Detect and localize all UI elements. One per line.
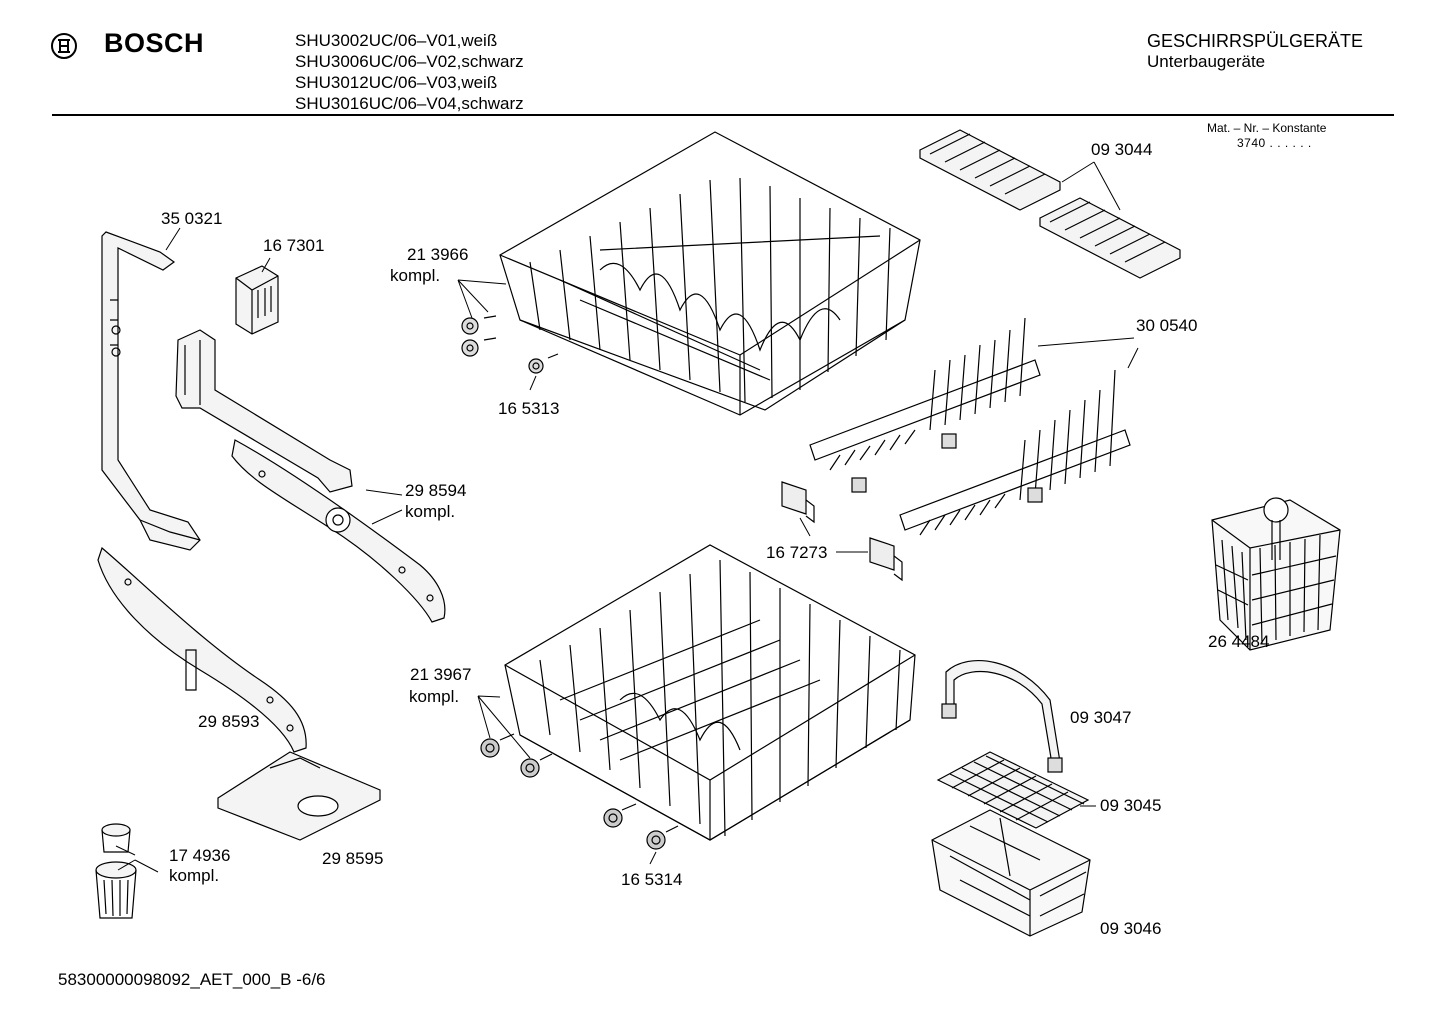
filter-plate-part xyxy=(217,751,381,841)
part-label-298593: 29 8593 xyxy=(198,712,260,731)
model-line-3: SHU3012UC/06–V03,weiß xyxy=(295,73,498,92)
part-label-165314: 16 5314 xyxy=(621,870,683,889)
part-label-174936-sub: kompl. xyxy=(169,866,220,885)
header-divider xyxy=(52,114,1394,116)
part-label-213966-sub: kompl. xyxy=(390,266,441,285)
model-line-4: SHU3016UC/06–V04,schwarz xyxy=(295,94,524,113)
rack-clips-part xyxy=(781,481,903,582)
category-subtitle: Unterbaugeräte xyxy=(1147,52,1266,71)
upper-supply-pipe-part xyxy=(101,231,201,551)
lower-basket-rollers-part xyxy=(480,733,679,850)
part-label-350321: 35 0321 xyxy=(161,209,223,228)
brand-name: BOSCH xyxy=(104,28,205,58)
model-line-1: SHU3002UC/06–V01,weiß xyxy=(295,31,498,50)
part-label-298594: 29 8594 xyxy=(405,481,467,500)
part-label-213967: 21 3967 xyxy=(410,665,472,684)
lower-basket-part xyxy=(504,544,916,841)
part-label-093046: 09 3046 xyxy=(1100,919,1162,938)
part-label-300540: 30 0540 xyxy=(1136,316,1198,335)
part-label-298595: 29 8595 xyxy=(322,849,384,868)
material-number-label: Mat. – Nr. – Konstante xyxy=(1207,121,1327,135)
basket-handle-part xyxy=(941,659,1063,773)
upper-basket-rollers-part xyxy=(461,315,559,374)
bosch-logo-icon xyxy=(51,33,77,59)
spray-arm-feed-pipe-part xyxy=(175,329,353,493)
upper-basket-part xyxy=(499,131,921,416)
part-label-093045: 09 3045 xyxy=(1100,796,1162,815)
material-number-value: 3740 . . . . . . xyxy=(1237,136,1312,150)
part-label-167301: 16 7301 xyxy=(263,236,325,255)
upper-spray-arm-part xyxy=(231,439,446,623)
basket-grid-lid-part xyxy=(936,751,1090,829)
part-label-298594-sub: kompl. xyxy=(405,502,456,521)
cutlery-basket-part xyxy=(1211,497,1341,651)
small-basket-part xyxy=(931,809,1091,937)
leader-lines xyxy=(115,161,1139,873)
part-label-174936: 17 4936 xyxy=(169,846,231,865)
lower-spray-arm-part xyxy=(97,546,307,753)
category-title: GESCHIRRSPÜLGERÄTE xyxy=(1147,31,1364,51)
model-line-2: SHU3006UC/06–V02,schwarz xyxy=(295,52,524,71)
document-id-footer: 58300000098092_AET_000_B -6/6 xyxy=(58,970,326,989)
part-label-093044: 09 3044 xyxy=(1091,140,1153,159)
rack-tines-part xyxy=(809,317,1131,536)
holder-clip-part xyxy=(235,265,279,335)
part-label-213967-sub: kompl. xyxy=(409,687,460,706)
filter-cylinder-part xyxy=(95,823,137,919)
part-label-213966: 21 3966 xyxy=(407,245,469,264)
part-label-093047: 09 3047 xyxy=(1070,708,1132,727)
part-label-167273: 16 7273 xyxy=(766,543,828,562)
part-label-264484: 26 4484 xyxy=(1208,632,1270,651)
part-label-165313: 16 5313 xyxy=(498,399,560,418)
knife-shelf-part xyxy=(919,129,1181,279)
